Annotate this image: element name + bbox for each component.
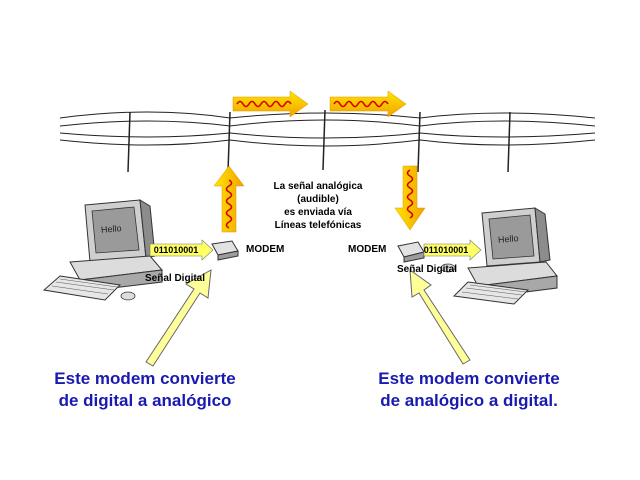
center-note-line-3: es enviada vía [284, 207, 352, 218]
left-modem [211, 240, 239, 261]
telephone-lines [59, 111, 596, 147]
left-pointer-arrow [145, 269, 212, 367]
center-note-line-2: (audible) [297, 194, 339, 205]
right-digital-arrow [423, 239, 482, 261]
right-pointer-arrow [409, 268, 471, 365]
left-screen-text: Hello [100, 223, 122, 235]
analog-wave-down-arrow [394, 165, 426, 231]
analog-wave-arrow-2 [329, 90, 407, 118]
center-note-line-4: Líneas telefónicas [274, 220, 362, 231]
right-caption-line-1: Este modem convierte [378, 369, 560, 388]
left-caption: Este modem convierte de digital a analóg… [40, 368, 250, 412]
left-caption-line-1: Este modem convierte [54, 369, 236, 388]
analog-wave-up-arrow [213, 165, 245, 233]
right-screen-text: Hello [497, 233, 519, 245]
left-signal-label: Señal Digital [145, 273, 206, 284]
right-bits-label: 011010001 [423, 245, 469, 255]
center-note: La señal analógica (audible) es enviada … [258, 180, 378, 232]
right-modem-label: MODEM [348, 244, 387, 255]
left-computer [42, 199, 163, 301]
right-caption: Este modem convierte de analógico a digi… [364, 368, 574, 412]
analog-wave-arrow-1 [232, 90, 309, 118]
right-caption-line-2: de analógico a digital. [380, 391, 558, 410]
left-digital-arrow [149, 239, 214, 261]
right-computer [440, 207, 558, 305]
left-modem-label: MODEM [246, 244, 285, 255]
center-note-line-1: La señal analógica [273, 181, 363, 192]
telephone-poles [127, 109, 511, 173]
right-signal-label: Señal Digital [397, 264, 458, 275]
left-bits-label: 011010001 [153, 245, 199, 255]
left-caption-line-2: de digital a analógico [58, 391, 232, 410]
